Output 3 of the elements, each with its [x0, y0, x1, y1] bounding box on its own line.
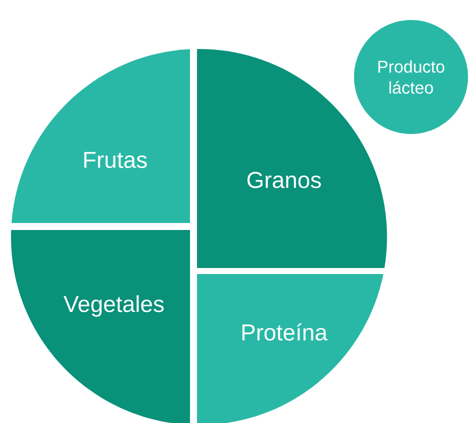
- plate-section: Vegetales: [11, 230, 190, 423]
- plate-section: Proteína: [197, 274, 387, 423]
- plate-section: Frutas: [11, 49, 190, 223]
